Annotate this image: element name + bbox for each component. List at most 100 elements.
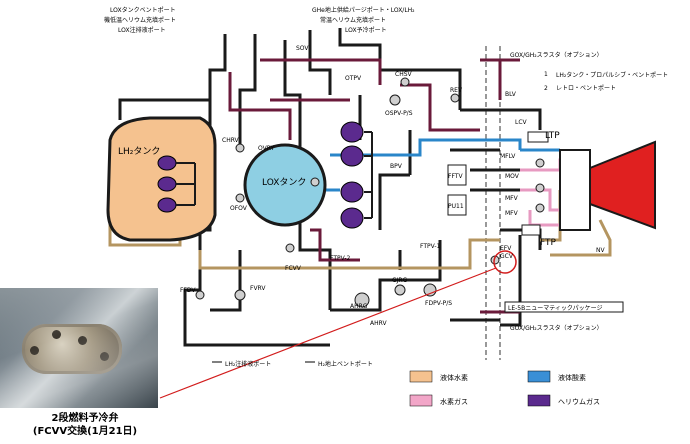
ahrg-valve bbox=[354, 292, 370, 308]
label-fftv: FFTV bbox=[448, 173, 463, 180]
legend-label: 水素ガス bbox=[440, 397, 468, 406]
label-ffdv: FFDV bbox=[180, 287, 196, 294]
photo-caption-line2: (FCVV交換(1月21日) bbox=[32, 426, 138, 437]
lh2-tank: LH₂タンク bbox=[106, 116, 217, 242]
fcvv-valve bbox=[285, 243, 295, 253]
label-pneumatic-package: LE-5Bニューマティックパッケージ bbox=[508, 305, 602, 312]
helium-bottle bbox=[340, 121, 364, 143]
legend-label: ヘリウムガス bbox=[558, 397, 600, 406]
piping-dark bbox=[118, 28, 542, 347]
mfv-valve bbox=[535, 203, 545, 213]
lox-valve bbox=[310, 177, 320, 187]
legend-swatch bbox=[527, 370, 551, 383]
pneumatic-package-box bbox=[504, 301, 624, 313]
ofov-valve bbox=[235, 193, 245, 203]
legend-swatch bbox=[527, 394, 551, 407]
label-retro-vent: レトロ・ベントポート bbox=[556, 84, 616, 92]
helium-bottle bbox=[157, 197, 177, 213]
valve-bolt bbox=[100, 352, 109, 361]
label-helium-fill-port: 機低温ヘリウム充填ポート bbox=[104, 16, 176, 24]
component-boxes bbox=[447, 131, 624, 313]
label-thruster-top: GOX/GH₂スラスタ（オプション） bbox=[510, 51, 603, 59]
label-efv: EFV bbox=[500, 245, 512, 252]
label-bpv: BPV bbox=[390, 163, 403, 170]
fvrv-valve bbox=[234, 289, 246, 301]
legend-label: 液体水素 bbox=[440, 373, 468, 382]
ftp-box bbox=[521, 224, 541, 236]
lox-tank: LOXタンク bbox=[243, 143, 327, 227]
fdpv-valve bbox=[423, 283, 437, 297]
photo-caption: 2段燃料予冷弁 (FCVV交換(1月21日) bbox=[10, 412, 160, 438]
chsv-valve bbox=[400, 77, 410, 87]
label-ahrg: AHRG bbox=[350, 303, 368, 310]
marker-1: 1 bbox=[544, 71, 548, 78]
fftv-box bbox=[447, 164, 467, 186]
label-gcv: GCV bbox=[500, 253, 514, 260]
label-lcv: LCV bbox=[515, 119, 528, 126]
label-lox-tank-vent-port: LOXタンクベントポート bbox=[110, 6, 176, 14]
label-ltp: LTP bbox=[545, 131, 560, 141]
highlight-circle bbox=[493, 250, 517, 274]
label-mflv: MFLV bbox=[500, 153, 516, 160]
helium-bottle bbox=[157, 176, 177, 192]
label-fdpv-ps: FDPV-P/S bbox=[425, 300, 452, 307]
mov-valve bbox=[535, 183, 545, 193]
legend-swatch bbox=[409, 394, 433, 407]
label-fvrv: FVRV bbox=[250, 285, 266, 292]
label-ambient-helium-port: 常温ヘリウム充填ポート bbox=[320, 16, 386, 24]
helium-bottle bbox=[340, 207, 364, 229]
pu11-box bbox=[447, 194, 467, 216]
label-ftp: FTP bbox=[540, 238, 557, 248]
label-gjrg: GJRG bbox=[392, 277, 408, 284]
label-mov: MOV bbox=[505, 173, 520, 180]
label-lox-fill-drain-port: LOX注排液ポート bbox=[118, 26, 166, 34]
label-ahrv: AHRV bbox=[370, 320, 387, 327]
gjrg-valve bbox=[394, 284, 406, 296]
label-rev: REV bbox=[450, 87, 463, 94]
mflv-valve bbox=[535, 158, 545, 168]
valve-bolt bbox=[30, 346, 39, 355]
label-lox-precool-port: LOX予冷ポート bbox=[345, 26, 387, 34]
valve-symbols bbox=[195, 77, 545, 308]
helium-bottle bbox=[340, 181, 364, 203]
label-blv: BLV bbox=[505, 91, 517, 98]
rev-valve bbox=[450, 93, 460, 103]
helium-bottle bbox=[340, 145, 364, 167]
engine-nozzle bbox=[559, 140, 656, 231]
photo-caption-line1: 2段燃料予冷弁 bbox=[51, 413, 119, 424]
valve-bolt bbox=[52, 330, 61, 339]
component-labels: LTP FTP CHRV OVRY OFOV FCVV FFDV FVRV FT… bbox=[180, 45, 605, 327]
label-otpv: OTPV bbox=[345, 75, 362, 82]
label-sov: SOV bbox=[296, 45, 309, 52]
highlight-pointer-line bbox=[159, 267, 497, 399]
ffdv-valve bbox=[195, 290, 205, 300]
ltp-box bbox=[527, 131, 549, 143]
piping-maroon bbox=[228, 58, 520, 314]
lh2-tank-label: LH₂タンク bbox=[118, 146, 160, 157]
label-nv: NV bbox=[596, 247, 605, 254]
label-ftpv2: FTPV-2 bbox=[330, 255, 351, 262]
label-lh2-fill-drain-port: LH₂注排液ポート bbox=[225, 360, 271, 368]
label-mfv-2: MFV bbox=[505, 210, 519, 217]
label-mfv: MFV bbox=[505, 195, 519, 202]
plastic-bag-overlay bbox=[0, 288, 158, 408]
label-chsv: CHSV bbox=[395, 71, 413, 78]
label-ghe-purge-port: GHe地上供給パージポート・LOX/LH₂ bbox=[312, 6, 415, 14]
label-thruster-bottom: GOX/GH₂スラスタ（オプション） bbox=[510, 324, 603, 332]
label-chrv: CHRV bbox=[222, 137, 240, 144]
label-pu11: PU11 bbox=[448, 203, 464, 210]
fcvv-valve-photo bbox=[0, 288, 158, 408]
helium-bottle-group bbox=[340, 121, 373, 229]
label-fcvv: FCVV bbox=[285, 265, 302, 272]
marker-2: 2 bbox=[544, 85, 548, 92]
label-ftpv1: FTPV-1 bbox=[420, 243, 441, 250]
helium-bottle bbox=[157, 155, 177, 171]
legend-swatch bbox=[409, 370, 433, 383]
label-ovry: OVRY bbox=[258, 145, 275, 152]
label-ofov: OFOV bbox=[230, 205, 248, 212]
label-propulsive-vent: LH₂タンク・プロパルシブ・ベントポート bbox=[556, 71, 668, 79]
label-ospv-ps: OSPV-P/S bbox=[385, 110, 413, 117]
ospv-valve bbox=[389, 94, 401, 106]
legend-label: 液体酸素 bbox=[558, 373, 586, 382]
